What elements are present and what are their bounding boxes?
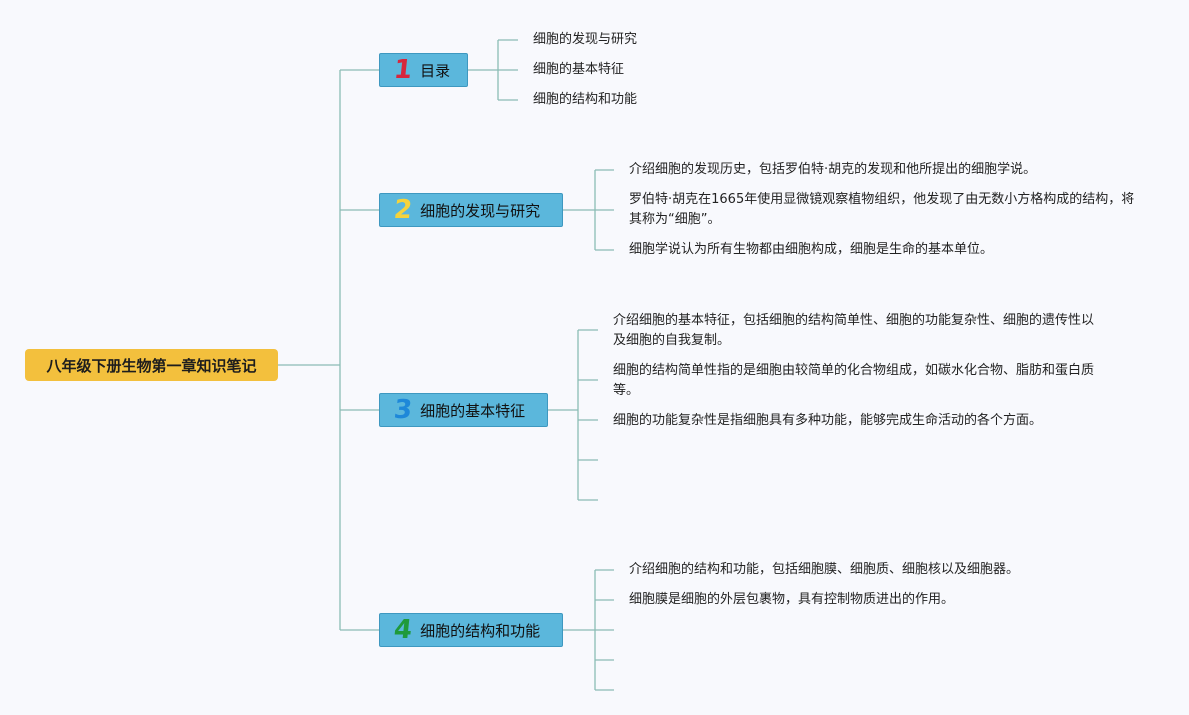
leaf-topic[interactable]: 细胞的功能复杂性是指细胞具有多种功能，能够完成生命活动的各个方面。 (613, 411, 1043, 431)
number-three-icon: 3 (392, 395, 414, 425)
leaf-topic[interactable]: 介绍细胞的发现历史，包括罗伯特·胡克的发现和他所提出的细胞学说。 (629, 160, 1037, 180)
branch-topic-features[interactable]: 3 细胞的基本特征 (379, 393, 548, 427)
branch-topic-structure[interactable]: 4 细胞的结构和功能 (379, 613, 563, 647)
root-topic[interactable]: 八年级下册生物第一章知识笔记 (25, 349, 278, 381)
leaf-topic[interactable]: 细胞的发现与研究 (533, 30, 638, 50)
leaf-topic[interactable]: 细胞的结构和功能 (533, 90, 638, 110)
leaf-topic[interactable]: 罗伯特·胡克在1665年使用显微镜观察植物组织，他发现了由无数小方格构成的结构，… (629, 190, 1139, 230)
leaf-topic[interactable]: 细胞的基本特征 (533, 60, 625, 80)
number-one-icon: 1 (392, 55, 414, 85)
branch-label: 细胞的发现与研究 (420, 201, 541, 220)
leaf-topic[interactable]: 细胞学说认为所有生物都由细胞构成，细胞是生命的基本单位。 (629, 240, 994, 260)
branch-topic-discovery[interactable]: 2 细胞的发现与研究 (379, 193, 563, 227)
leaf-topic[interactable]: 介绍细胞的基本特征，包括细胞的结构简单性、细胞的功能复杂性、细胞的遗传性以及细胞… (613, 311, 1105, 351)
root-title: 八年级下册生物第一章知识笔记 (46, 356, 257, 375)
branch-topic-contents[interactable]: 1 目录 (379, 53, 468, 87)
number-four-icon: 4 (392, 615, 414, 645)
leaf-topic[interactable]: 介绍细胞的结构和功能，包括细胞膜、细胞质、细胞核以及细胞器。 (629, 560, 1020, 580)
branch-label: 目录 (420, 61, 451, 80)
leaf-topic[interactable]: 细胞膜是细胞的外层包裹物，具有控制物质进出的作用。 (629, 590, 955, 610)
branch-label: 细胞的结构和功能 (420, 621, 541, 640)
leaf-topic[interactable]: 细胞的结构简单性指的是细胞由较简单的化合物组成，如碳水化合物、脂肪和蛋白质等。 (613, 361, 1105, 401)
number-two-icon: 2 (392, 195, 414, 225)
branch-label: 细胞的基本特征 (420, 401, 526, 420)
